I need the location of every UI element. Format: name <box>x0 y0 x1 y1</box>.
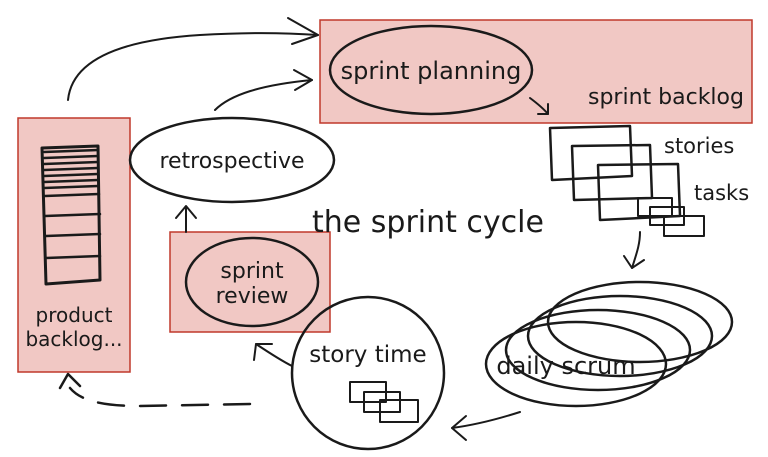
retrospective-ellipse <box>128 116 336 204</box>
sprint-review-label-line2: review <box>216 284 289 309</box>
product-backlog-label-line2: backlog... <box>25 327 122 351</box>
sprint-review-ellipse <box>184 236 320 328</box>
product-backlog-label-line1: product <box>36 303 113 327</box>
arrow-retro-to-planning-head <box>293 69 313 91</box>
product-backlog-stack <box>40 144 102 286</box>
arrow-backlog-to-scrum-head <box>623 255 645 269</box>
retrospective-label: retrospective <box>159 149 304 174</box>
arrow-planning-to-backlog-head <box>537 103 549 115</box>
arrow-backlog-to-planning-head <box>287 17 319 45</box>
arrow-storytime-to-review-head <box>253 343 273 361</box>
arrow-backlog-to-planning <box>67 32 319 101</box>
diagram-title: the sprint cycle <box>312 205 544 240</box>
dashed-arrow-storytime-to-backlog <box>68 386 252 408</box>
sprint-review-label-line1: sprint <box>220 259 284 284</box>
tasks-label: tasks <box>694 181 749 205</box>
stories-label: stories <box>664 134 734 158</box>
sprint-planning-highlight-box <box>319 19 753 124</box>
arrow-review-to-retro-head <box>175 205 197 219</box>
arrow-storytime-to-review <box>255 343 293 367</box>
dashed-arrow-head <box>58 372 82 390</box>
story-time-label: story time <box>309 342 426 368</box>
arrow-planning-to-backlog <box>529 97 549 115</box>
arrow-retro-to-planning <box>214 79 313 111</box>
daily-scrum-ellipses <box>484 280 734 408</box>
arrow-scrum-to-storytime-head <box>451 415 467 441</box>
sprint-planning-ellipse <box>328 24 534 116</box>
arrow-backlog-to-scrum <box>631 231 641 269</box>
daily-scrum-label: daily scrum <box>496 352 635 380</box>
sprint-planning-label: sprint planning <box>341 57 522 85</box>
story-time-circle <box>290 295 446 451</box>
sprint-backlog-label: sprint backlog <box>588 85 744 110</box>
story-time-cards <box>349 381 419 423</box>
sprint-review-highlight-box <box>169 231 331 333</box>
tasks-cards <box>637 197 705 237</box>
stories-cards <box>548 124 682 222</box>
arrow-scrum-to-storytime <box>451 411 521 429</box>
product-backlog-highlight-box <box>17 117 131 373</box>
